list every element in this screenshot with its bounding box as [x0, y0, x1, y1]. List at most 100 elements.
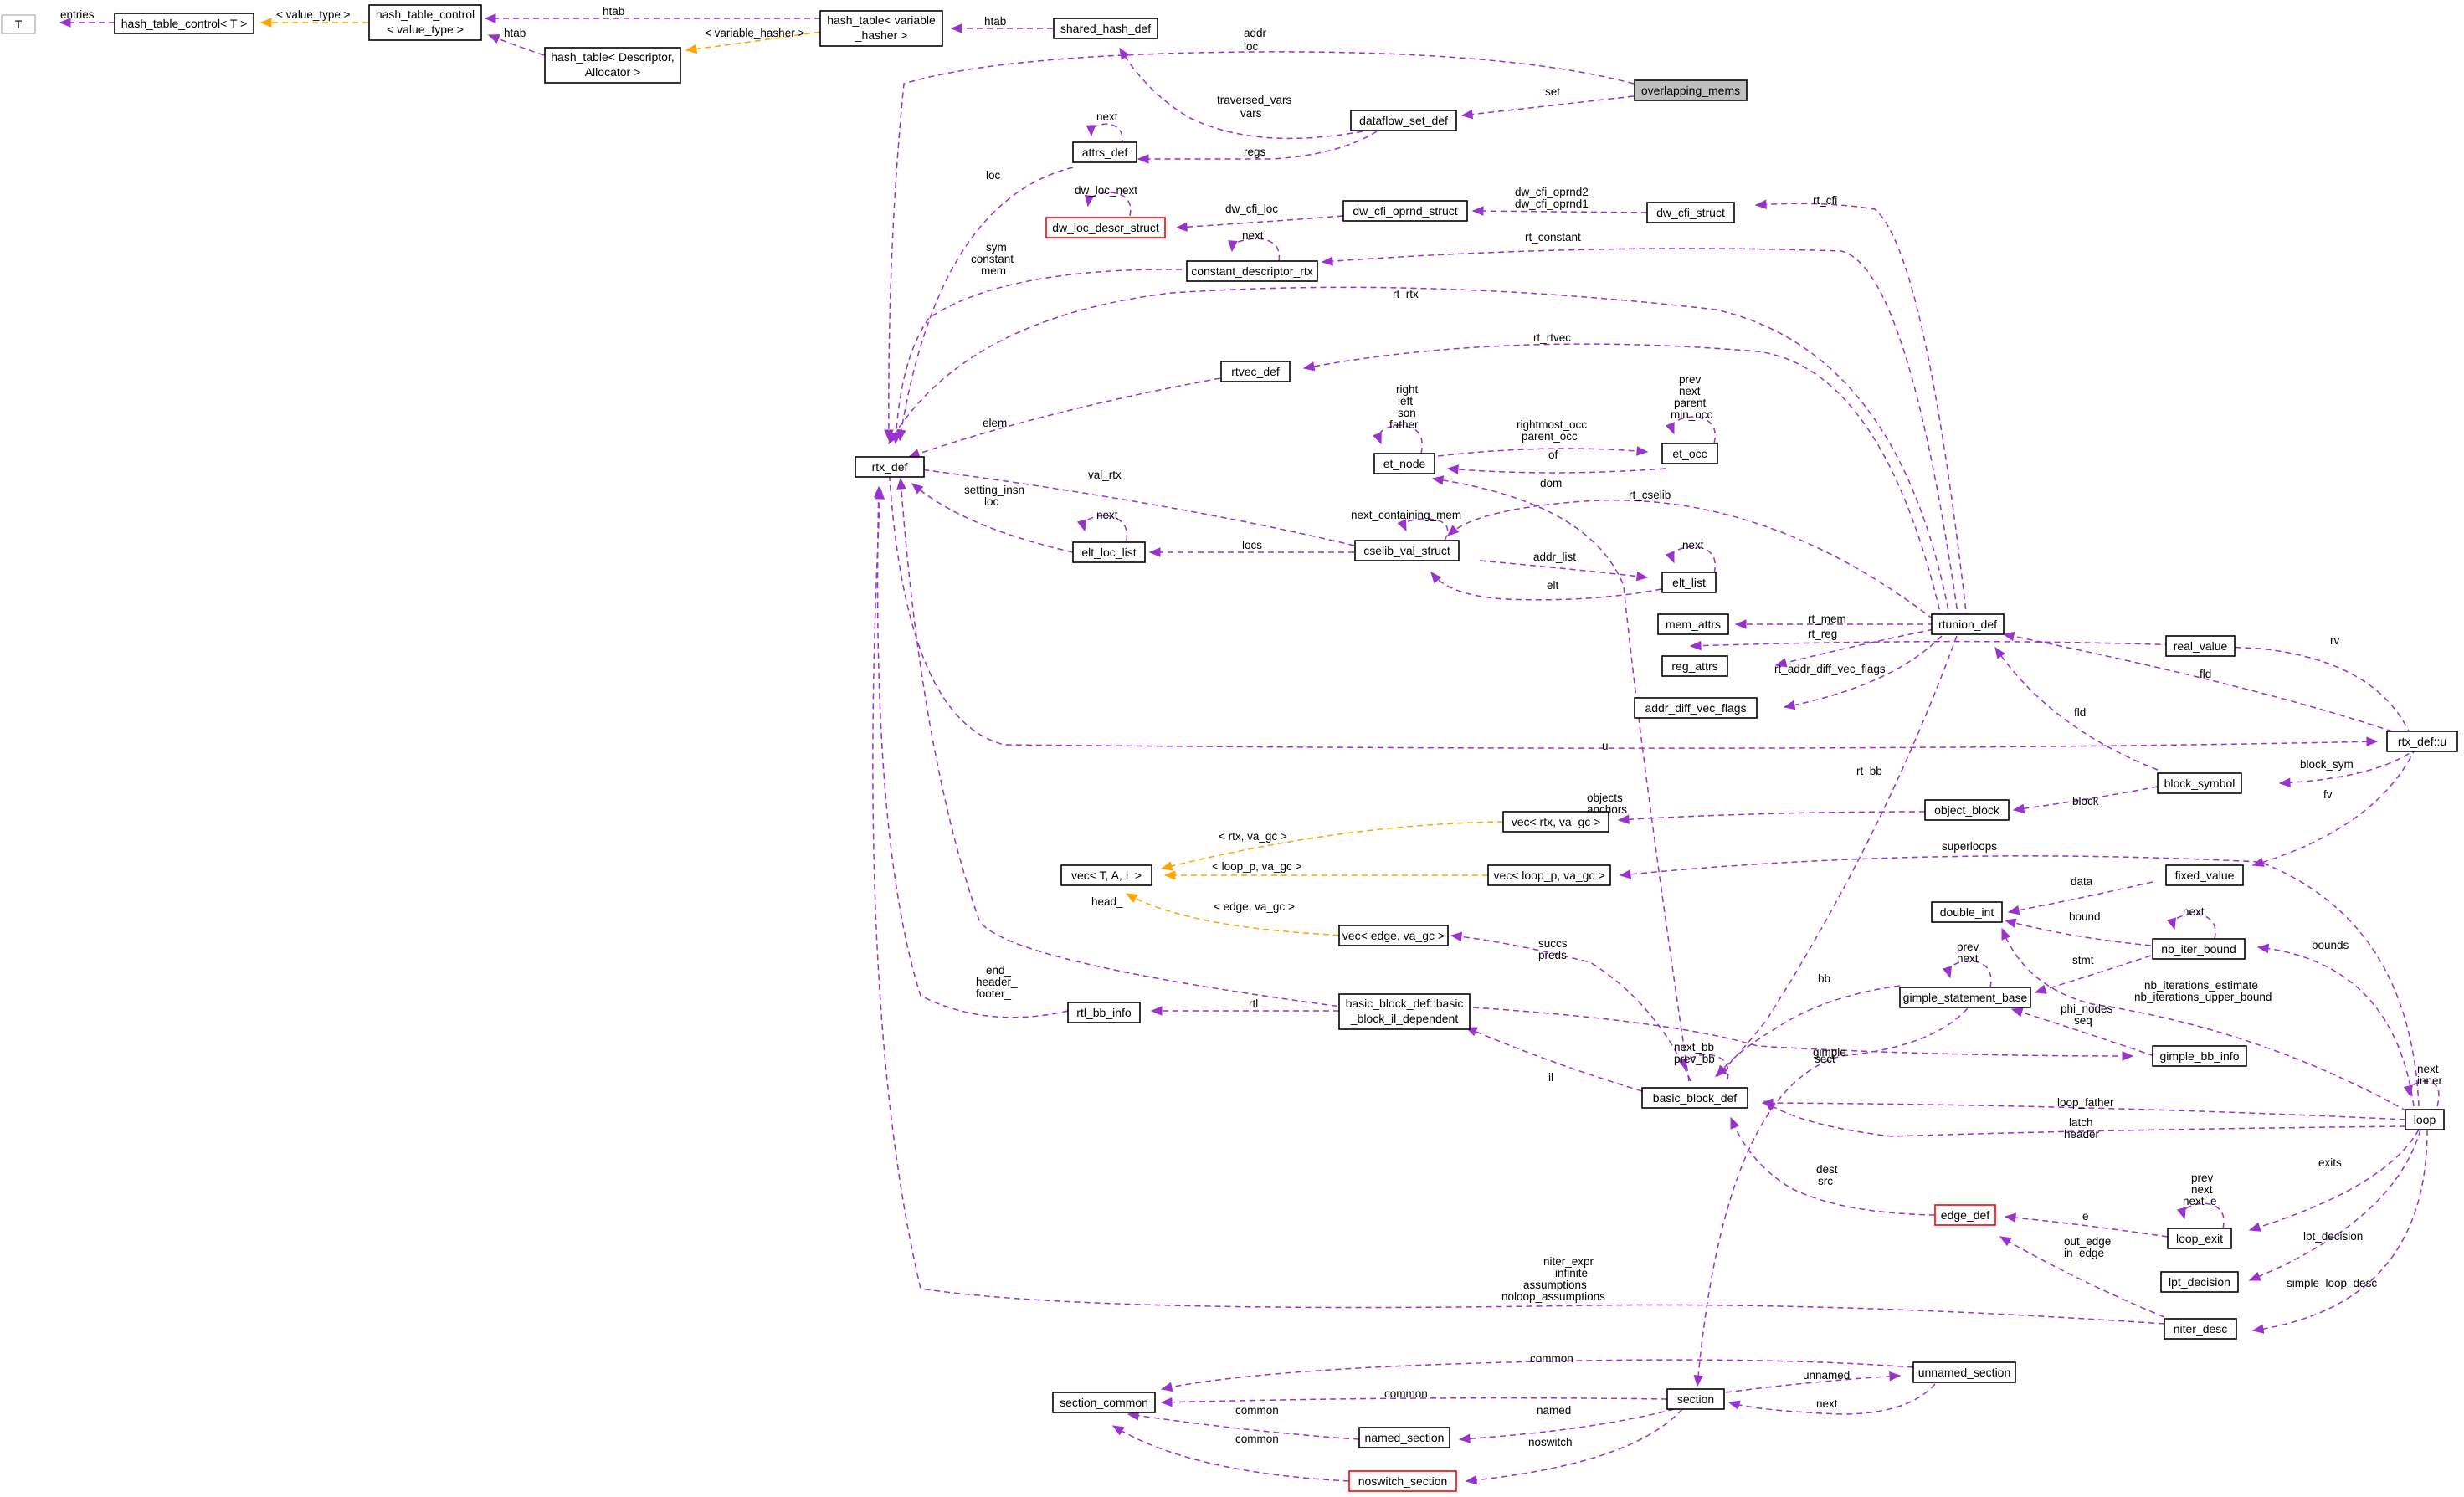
node-bb-il-dependent[interactable]: basic_block_def::basic_block_il_dependen…	[1338, 993, 1471, 1030]
node-hash-table-control-T[interactable]: hash_table_control< T >	[114, 13, 254, 34]
node-cselib-val-struct[interactable]: cselib_val_struct	[1354, 540, 1460, 561]
node-fixed-value[interactable]: fixed_value	[2165, 864, 2244, 886]
node-dw-cfi-struct[interactable]: dw_cfi_struct	[1646, 202, 1735, 223]
node-gimple-bb-info[interactable]: gimple_bb_info	[2152, 1045, 2247, 1067]
edge-common-4	[1111, 1425, 1350, 1482]
edge-elt	[1430, 571, 1662, 601]
arrowhead	[1450, 931, 1463, 942]
label-rtx-va-gc: < rtx, va_gc >	[1219, 830, 1287, 843]
node-noswitch-section[interactable]: noswitch_section	[1348, 1470, 1457, 1492]
node-lpt-decision[interactable]: lpt_decision	[2160, 1271, 2239, 1293]
node-constant-descriptor-rtx[interactable]: constant_descriptor_rtx	[1186, 260, 1318, 282]
node-gimple-statement-base[interactable]: gimple_statement_base	[1899, 987, 2031, 1008]
node-dataflow-set-def[interactable]: dataflow_set_def	[1350, 110, 1457, 131]
node-elt-list[interactable]: elt_list	[1661, 572, 1717, 593]
node-addr-diff-vec-flags[interactable]: addr_diff_vec_flags	[1634, 697, 1758, 719]
svg-text:unnamed_section: unnamed_section	[1918, 1366, 2011, 1379]
edge-set	[1460, 95, 1635, 120]
svg-text:double_int: double_int	[1940, 905, 1994, 919]
node-rtvec-def[interactable]: rtvec_def	[1220, 361, 1291, 382]
svg-text:dw_cfi_oprnd_struct: dw_cfi_oprnd_struct	[1353, 204, 1457, 218]
node-T[interactable]: T	[1, 14, 36, 34]
node-section-common[interactable]: section_common	[1052, 1392, 1156, 1413]
arrowhead	[2122, 1051, 2134, 1061]
edge-locs	[1148, 547, 1354, 557]
label-rt-cselib: rt_cselib	[1629, 489, 1671, 501]
node-block-symbol[interactable]: block_symbol	[2157, 772, 2242, 794]
edge-next-bb	[1678, 1054, 1729, 1080]
node-rtunion-def[interactable]: rtunion_def	[1931, 613, 2005, 635]
label-rt-cfi: rt_cfi	[1813, 194, 1837, 207]
arrowhead	[1693, 1375, 1703, 1387]
edge-head	[896, 477, 1348, 1008]
arrowhead	[1734, 619, 1747, 629]
node-reg-attrs[interactable]: reg_attrs	[1661, 655, 1728, 677]
svg-text:addr_diff_vec_flags: addr_diff_vec_flags	[1645, 701, 1746, 715]
node-basic-block-def[interactable]: basic_block_def	[1641, 1087, 1748, 1109]
node-attrs-def[interactable]: attrs_def	[1072, 141, 1137, 163]
node-elt-loc-list[interactable]: elt_loc_list	[1072, 541, 1146, 563]
arrowhead	[1111, 1425, 1125, 1436]
label-const-next: next	[1242, 229, 1264, 242]
node-vec-T-A-L[interactable]: vec< T, A, L >	[1060, 864, 1152, 886]
node-vec-loop-p[interactable]: vec< loop_p, va_gc >	[1487, 864, 1611, 886]
edge-fld-1	[2002, 631, 2403, 736]
node-et-node[interactable]: et_node	[1373, 453, 1435, 474]
arrowhead	[2248, 1222, 2261, 1232]
node-nb-iter-bound[interactable]: nb_iter_bound	[2152, 938, 2246, 960]
node-rtl-bb-info[interactable]: rtl_bb_info	[1067, 1002, 1141, 1023]
node-et-occ[interactable]: et_occ	[1661, 443, 1718, 464]
node-double-int[interactable]: double_int	[1931, 901, 2003, 923]
label-regs: regs	[1244, 146, 1266, 158]
arrowhead	[1471, 206, 1484, 216]
node-hash-table-descriptor[interactable]: hash_table< Descriptor,Allocator >	[544, 47, 681, 84]
arrowhead	[1228, 240, 1238, 253]
node-hash-table-control-value-type[interactable]: hash_table_control< value_type >	[368, 4, 482, 41]
node-named-section[interactable]: named_section	[1358, 1427, 1450, 1448]
node-vec-rtx[interactable]: vec< rtx, va_gc >	[1502, 811, 1609, 833]
node-section[interactable]: section	[1666, 1388, 1725, 1410]
node-edge-def[interactable]: edge_def	[1934, 1204, 1996, 1226]
node-unnamed-section[interactable]: unnamed_section	[1912, 1361, 2016, 1383]
node-rtx-def-u[interactable]: rtx_def::u	[2386, 731, 2458, 752]
label-loc-3: loc	[984, 495, 999, 508]
label-loc-1: loc	[1244, 40, 1259, 53]
node-loop-exit[interactable]: loop_exit	[2167, 1228, 2232, 1249]
arrowhead	[1302, 361, 1316, 372]
svg-text:dataflow_set_def: dataflow_set_def	[1359, 114, 1448, 127]
node-dw-loc-descr-struct[interactable]: dw_loc_descr_struct	[1045, 217, 1166, 238]
arrowhead	[1163, 870, 1176, 880]
arrowhead	[1458, 1433, 1471, 1443]
node-niter-desc[interactable]: niter_desc	[2164, 1318, 2237, 1340]
label-loc-2: loc	[986, 169, 1001, 182]
svg-text:_hasher >: _hasher >	[855, 28, 908, 42]
arrowhead	[1160, 1382, 1173, 1392]
edge-u	[888, 464, 2379, 749]
arrowhead	[888, 432, 899, 445]
svg-text:gimple_statement_base: gimple_statement_base	[1903, 991, 2028, 1004]
edge-htab-2	[487, 34, 545, 56]
svg-text:rtx_def: rtx_def	[872, 460, 908, 474]
node-mem-attrs[interactable]: mem_attrs	[1657, 613, 1729, 635]
label-addr-list: addr_list	[1533, 551, 1576, 563]
label-named: named	[1537, 1404, 1571, 1417]
edge-nb-iterations	[2001, 927, 2408, 1112]
arrowhead	[1460, 109, 1474, 120]
node-loop[interactable]: loop	[2405, 1109, 2445, 1130]
arrowhead	[1160, 1397, 1173, 1407]
node-real-value[interactable]: real_value	[2165, 635, 2236, 657]
arrowhead	[2010, 1007, 2024, 1018]
node-rtx-def[interactable]: rtx_def	[855, 456, 925, 478]
label-noloop-assumptions: noloop_assumptions	[1502, 1290, 1605, 1303]
svg-text:block_symbol: block_symbol	[2164, 777, 2236, 790]
node-vec-edge[interactable]: vec< edge, va_gc >	[1338, 925, 1449, 946]
arrowhead	[2403, 1084, 2413, 1098]
node-overlapping-mems[interactable]: overlapping_mems	[1634, 79, 1748, 101]
label-lpt-decision: lpt_decision	[2303, 1230, 2363, 1243]
svg-text:hash_table_control< T >: hash_table_control< T >	[121, 17, 248, 30]
node-hash-table-variable-hasher[interactable]: hash_table< variable_hasher >	[819, 10, 943, 47]
node-dw-cfi-oprnd-struct[interactable]: dw_cfi_oprnd_struct	[1342, 200, 1468, 222]
node-object-block[interactable]: object_block	[1924, 799, 2010, 821]
node-shared-hash-def[interactable]: shared_hash_def	[1053, 18, 1158, 39]
